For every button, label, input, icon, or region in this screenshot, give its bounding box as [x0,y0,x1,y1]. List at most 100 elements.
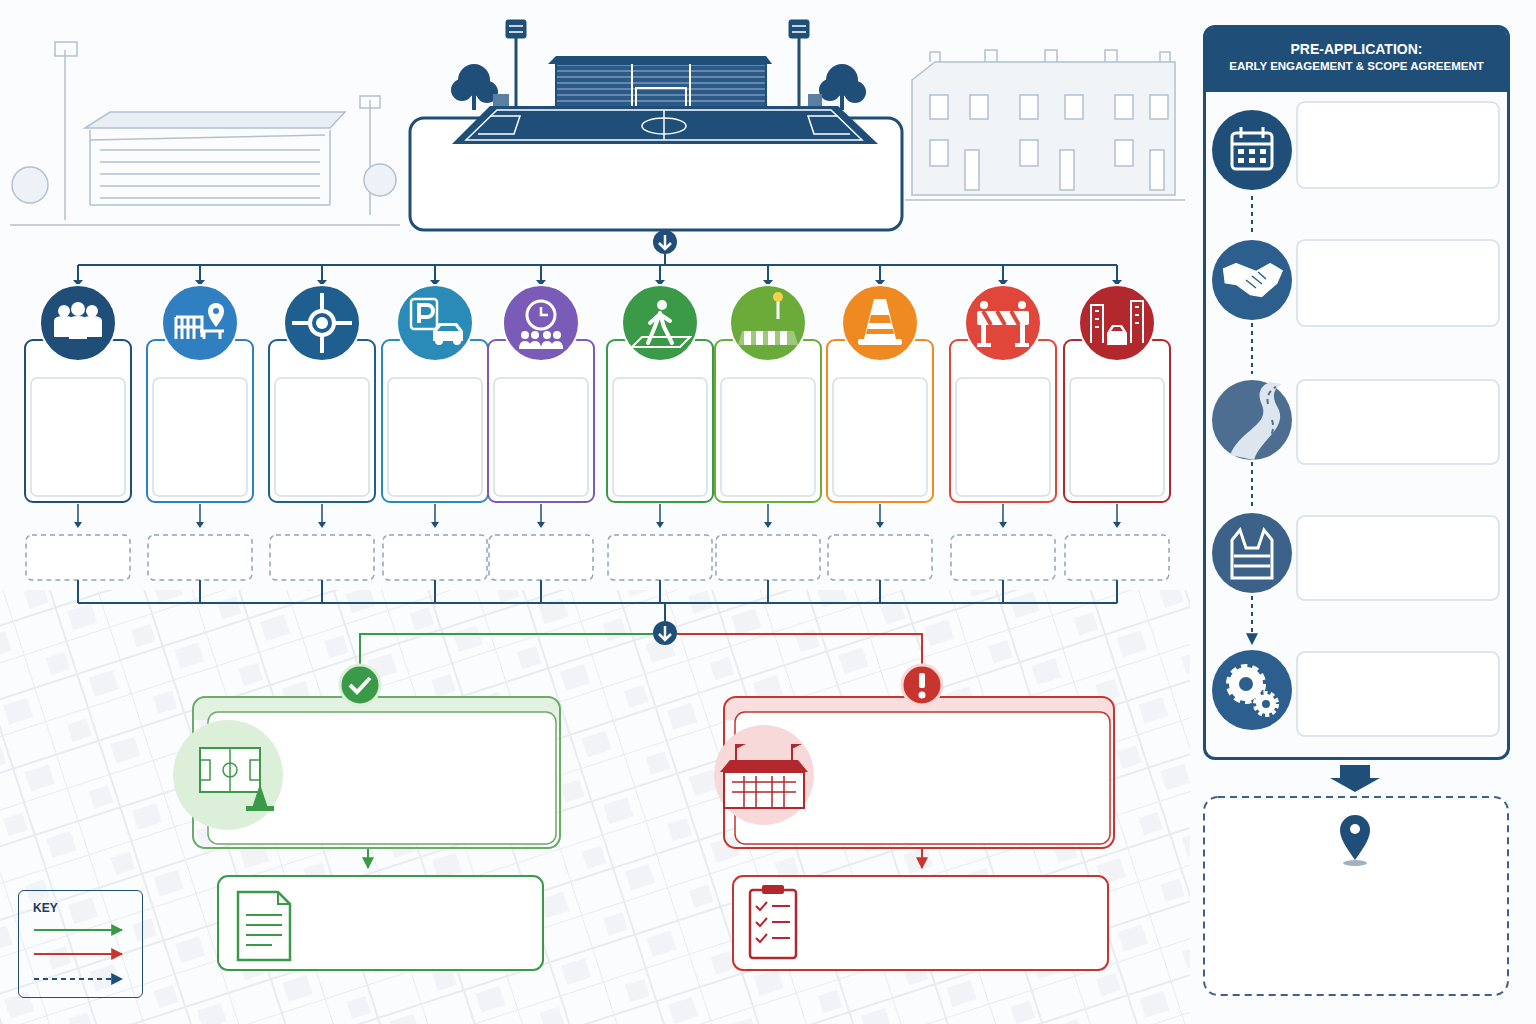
drawing-part [148,535,252,580]
heading-text: PRE-APPLICATION: [1212,40,1501,58]
drawing-part [40,285,116,361]
drawing-part [905,199,1185,201]
pitch [452,106,878,144]
drawing-part [636,88,686,108]
drawing-part [632,64,690,108]
drawing-part [200,748,260,792]
drawing-part [1095,307,1139,327]
drawing-part [284,285,360,361]
drawing-part [1111,327,1123,331]
drawing-part [642,118,686,134]
drawing-part [548,56,772,64]
drawing-part [1113,522,1121,528]
drawing-part [531,331,539,339]
drawing-part [1212,110,1292,190]
drawing-part [153,378,247,496]
drawing-part [556,64,766,108]
drawing-part [218,876,543,970]
topic-icon [738,292,798,345]
drawing-part [663,110,665,140]
drawing-part [659,580,661,603]
drawing-part [956,378,1050,496]
drawing-part [930,95,948,119]
drawing-part [1018,301,1026,309]
drawing-part [736,744,792,760]
drawing-part [879,265,881,282]
drawing-part [1330,765,1380,792]
drawing-part [659,626,671,640]
drawing-part [360,634,653,666]
drawing-part [1002,580,1004,603]
drawing-part [431,522,439,528]
topic-icon [632,300,690,347]
drawing-part [452,106,878,144]
topic-column [827,265,933,603]
drawing-part [54,302,102,339]
drawing-part [1065,535,1169,580]
drawing-part [31,378,125,496]
drawing-part [246,806,274,811]
drawing-part [506,20,526,38]
drawing-part [269,340,375,502]
drawing-part [321,504,323,524]
drawing-part [977,301,1029,347]
drawing-part [720,760,808,772]
drawing-part [208,303,224,327]
drawing-part [844,81,866,103]
drawing-part [738,331,798,345]
drawing-part [34,978,122,980]
drawing-part [434,504,436,524]
drawing-part [1116,504,1118,524]
drawing-part [71,302,85,316]
drawing-part [1260,158,1266,163]
topic-column [488,265,594,603]
drawing-part [1234,556,1270,566]
drawing-part [1297,652,1499,736]
drawing-part [509,26,806,32]
drawing-part [275,378,369,496]
drawing-part [977,343,991,347]
drawing-part [553,331,561,339]
drawing-part [1255,693,1277,715]
drawing-part [622,285,698,361]
drawing-part [980,301,988,309]
topic-column [269,265,375,603]
drawing-part [1020,140,1038,166]
drawing-part [1249,149,1255,154]
drawing-part [58,305,70,317]
topic-columns [25,230,1170,645]
drawing-part [732,776,796,808]
drawing-part [1212,650,1292,730]
drawing-part [677,634,922,666]
subheading-text: EARLY ENGAGEMENT & SCOPE AGREEMENT [1212,58,1501,74]
drawing-part [1232,127,1272,144]
topic-column [147,265,253,603]
drawing-part [199,504,201,524]
drawing-part [983,311,1019,325]
drawing-part [10,224,400,226]
drawing-part [173,720,283,830]
concern-outcome [714,665,1114,970]
drawing-part [519,331,563,349]
topic-column [25,265,131,603]
drawing-part [970,95,988,119]
drawing-part [1020,95,1038,119]
drawing-part [1204,797,1508,995]
drawing-part [659,235,671,249]
drawing-part [714,725,814,825]
drawing-part [789,20,809,38]
drawing-part [1212,513,1292,593]
drawing-part [738,331,798,345]
drawing-part [930,50,1170,62]
drawing-part [527,301,555,329]
topic-icon [858,299,902,345]
drawing-part [1340,815,1370,860]
terraced-houses-sketch [905,50,1185,200]
drawing-part [866,315,894,334]
topic-icon [519,301,563,349]
drawing-part [310,311,334,335]
drawing-part [453,337,461,345]
drawing-part [921,848,923,868]
panel-header: PRE-APPLICATION:EARLY ENGAGEMENT & SCOPE… [1206,28,1507,92]
